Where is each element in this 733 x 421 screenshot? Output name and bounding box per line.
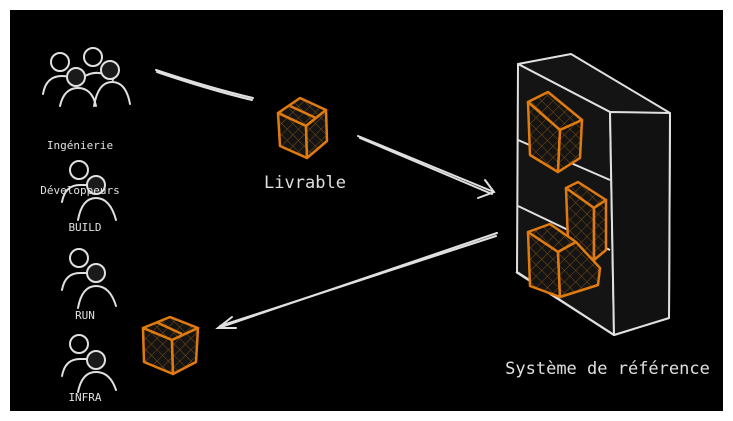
actor-label-build: BUILD — [68, 221, 102, 234]
actor-label-line1: Ingénierie — [46, 139, 114, 152]
connector-line — [155, 69, 254, 101]
actor-label-line2: Développeurs — [40, 184, 120, 197]
diagram-svg — [42, 47, 671, 393]
group-of-people-icon — [42, 47, 131, 107]
arrow-to-deployment — [215, 232, 498, 329]
actor-label-ingenierie: Ingénierie Développeurs — [25, 108, 135, 213]
two-people-icon — [61, 160, 117, 221]
package-icon — [276, 96, 329, 160]
two-people-icon — [61, 248, 117, 309]
package-icon — [526, 222, 602, 299]
repository-label: Système de référence — [505, 359, 710, 379]
two-people-icon — [61, 334, 117, 393]
package-icon — [141, 315, 200, 376]
deliverable-label: Livrable — [264, 173, 346, 193]
diagram-canvas: Ingénierie Développeurs BUILD RUN INFRA … — [10, 10, 723, 411]
package-icon — [526, 90, 584, 174]
arrow-to-repository — [357, 135, 496, 199]
actor-label-infra: INFRA — [68, 391, 102, 404]
actor-label-run: RUN — [75, 309, 95, 322]
